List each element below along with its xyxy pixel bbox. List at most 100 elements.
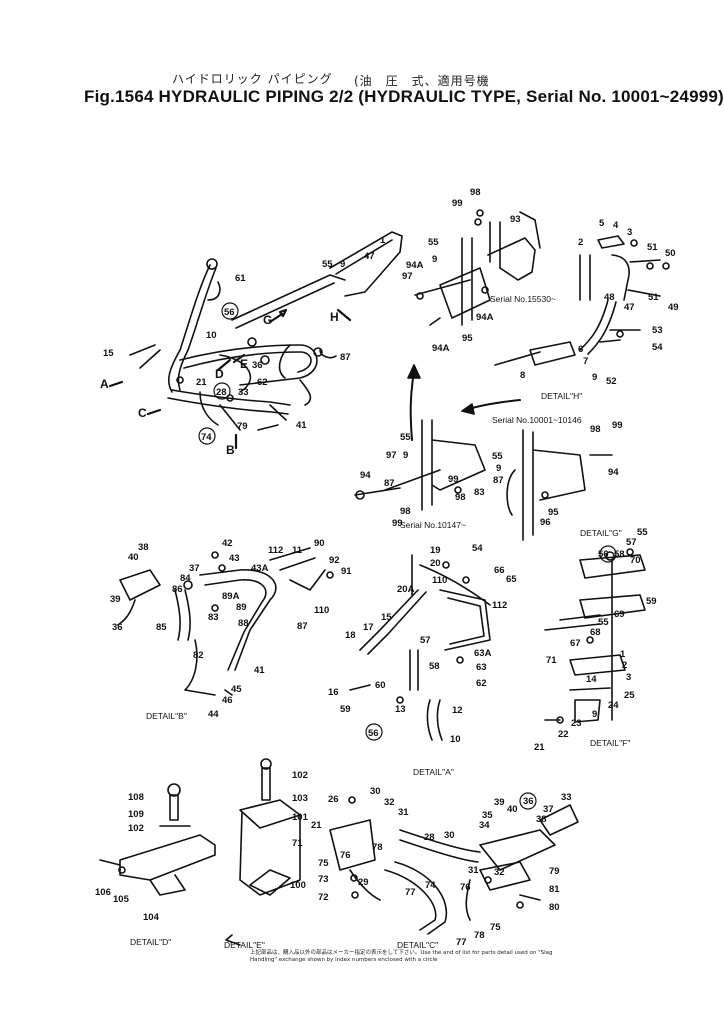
label-h-54: 54 (652, 342, 663, 353)
label-c-71: 71 (292, 838, 303, 849)
label-b-45: 45 (231, 684, 242, 695)
label-c-32-2: 32 (494, 867, 505, 878)
label-b-112: 112 (268, 545, 283, 556)
label-g-95: 95 (548, 507, 559, 518)
detail-d-drawing (99, 783, 216, 896)
label-c-76-2: 76 (460, 882, 471, 893)
label-a-54: 54 (472, 543, 483, 554)
label-b-82: 82 (193, 650, 204, 661)
label-g-98-2: 98 (400, 506, 411, 517)
label-a-60: 60 (375, 680, 386, 691)
view-label-b: B (226, 443, 235, 457)
label-a-58: 58 (429, 661, 440, 672)
label-h-52: 52 (606, 376, 617, 387)
label-c-36: 36 (523, 796, 534, 807)
label-e-100: 100 (290, 880, 306, 891)
view-label-c: C (138, 406, 147, 420)
label-b-39: 39 (110, 594, 121, 605)
label-h-48: 48 (604, 292, 615, 303)
label-d-109: 109 (128, 809, 144, 820)
label-tc-94a: 94A (406, 260, 424, 271)
label-g-55: 55 (400, 432, 411, 443)
label-c-78: 78 (372, 842, 383, 853)
label-h-7: 7 (583, 356, 588, 367)
label-c-75: 75 (318, 858, 329, 869)
label-b-38: 38 (138, 542, 149, 553)
label-c-77: 77 (405, 887, 416, 898)
label-main-55: 55 (322, 259, 333, 270)
label-tc-95: 95 (462, 333, 473, 344)
label-c-80: 80 (549, 902, 560, 913)
label-a-56: 56 (368, 728, 379, 739)
japanese-title: ハイドロリック パイピング (172, 72, 333, 86)
label-tc-94a-3: 94A (432, 343, 450, 354)
label-tc-99: 99 (452, 198, 463, 209)
label-g-87: 87 (384, 478, 395, 489)
label-a-20: 20 (430, 558, 441, 569)
label-c-72: 72 (318, 892, 329, 903)
label-main-41: 41 (296, 420, 307, 431)
label-a-59: 59 (340, 704, 351, 715)
detail-caption-b: DETAIL"B" (146, 711, 187, 721)
label-a-15: 15 (381, 612, 392, 623)
label-a-65: 65 (506, 574, 517, 585)
label-g-94-2: 94 (608, 467, 619, 478)
label-g-9: 9 (403, 450, 408, 461)
label-f-58: 58 (614, 549, 625, 560)
label-main-21: 21 (196, 377, 207, 388)
label-main-61: 61 (235, 273, 246, 284)
label-d-104: 104 (143, 912, 160, 923)
label-b-46: 46 (222, 695, 233, 706)
label-b-83: 83 (208, 612, 219, 623)
label-f-68: 68 (590, 627, 601, 638)
label-f-70: 70 (630, 555, 641, 566)
label-main-62: 62 (257, 377, 268, 388)
label-f-2: 2 (622, 660, 627, 671)
detail-g-drawing (354, 419, 613, 541)
label-c-34: 34 (479, 820, 490, 831)
label-h-2: 2 (578, 237, 583, 248)
label-a-66: 66 (494, 565, 505, 576)
label-c-29: 29 (358, 877, 369, 888)
label-b-90: 90 (314, 538, 325, 549)
label-h-3: 3 (627, 227, 632, 238)
label-b-92: 92 (329, 555, 340, 566)
main-assembly-drawing (129, 231, 403, 431)
label-main-9: 9 (340, 259, 345, 270)
label-tc-93: 93 (510, 214, 521, 225)
label-c-74: 74 (425, 880, 436, 891)
label-b-89: 89 (236, 602, 247, 613)
label-d-102: 102 (128, 823, 144, 834)
label-c-78-2: 78 (474, 930, 485, 941)
detail-caption-a: DETAIL"A" (413, 767, 454, 777)
label-a-63: 63 (476, 662, 487, 673)
label-f-22: 22 (558, 729, 569, 740)
view-label-a: A (100, 377, 109, 391)
label-main-15: 15 (103, 348, 114, 359)
label-g-97: 97 (386, 450, 397, 461)
label-b-42: 42 (222, 538, 233, 549)
view-label-g: G (263, 313, 272, 327)
label-main-79: 79 (237, 421, 248, 432)
detail-c-drawing (329, 796, 579, 935)
label-h-50: 50 (665, 248, 676, 259)
label-b-86: 86 (172, 584, 183, 595)
label-a-63a: 63A (474, 648, 492, 659)
label-d-108: 108 (128, 792, 144, 803)
label-b-89a: 89A (222, 591, 240, 602)
label-tc-94a-2: 94A (476, 312, 494, 323)
label-c-75-2: 75 (490, 922, 501, 933)
label-g-99: 99 (448, 474, 459, 485)
label-h-8: 8 (520, 370, 525, 381)
label-b-91: 91 (341, 566, 352, 577)
label-main-36: 36 (252, 360, 263, 371)
label-a-112: 112 (492, 600, 507, 611)
label-g-55-2: 55 (492, 451, 503, 462)
label-c-38: 38 (536, 814, 547, 825)
view-label-h: H (330, 310, 339, 324)
label-c-31: 31 (398, 807, 409, 818)
label-c-28: 28 (424, 832, 435, 843)
label-f-56: 56 (598, 549, 609, 560)
label-c-26: 26 (328, 794, 339, 805)
label-c-33: 33 (561, 792, 572, 803)
